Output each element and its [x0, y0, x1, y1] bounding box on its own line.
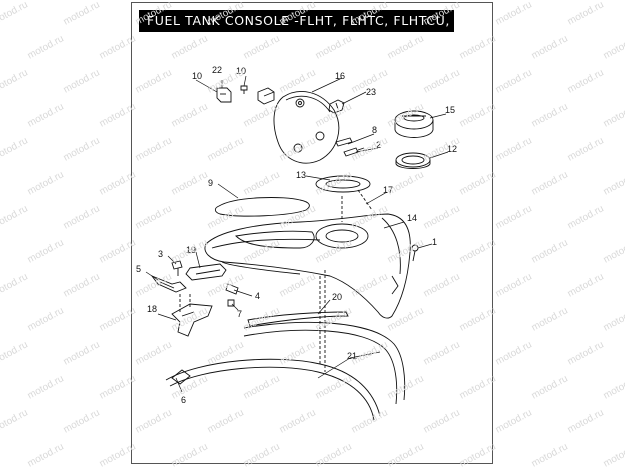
- part-4-fastener: [225, 283, 239, 295]
- callout-5: 5: [136, 264, 141, 274]
- part-8-fastener: [335, 137, 353, 147]
- part-19-bracket: [185, 263, 227, 281]
- part-10-connector: [257, 87, 275, 105]
- part-18-bracket: [171, 303, 213, 337]
- callout-9: 9: [208, 178, 213, 188]
- callout-13: 13: [296, 170, 306, 180]
- callout-12: 12: [447, 144, 457, 154]
- callout-14: 14: [407, 213, 417, 223]
- part-5-harness: [150, 274, 187, 293]
- callout-20: 20: [332, 292, 342, 302]
- part-22-screw: [240, 85, 248, 94]
- part-15-fuel-cap: [394, 110, 434, 138]
- callout-15: 15: [445, 105, 455, 115]
- part-6-hose: [171, 369, 191, 385]
- part-2-screw: [343, 147, 365, 157]
- callout-19: 19: [186, 245, 196, 255]
- part-11-bracket: [216, 87, 232, 103]
- part-23-clip: [328, 99, 345, 114]
- callout-22: 22: [212, 65, 222, 75]
- leader-lines: [145, 75, 449, 393]
- callout-labels: 16 23 10 22 10 15 12 8 2 13 17 9 14 1 3 …: [136, 65, 457, 405]
- callout-6: 6: [181, 395, 186, 405]
- part-20-trim: [247, 311, 349, 327]
- part-3-clip: [171, 260, 183, 276]
- title-bar: FUEL TANK CONSOLE -FLHT, FLHTC, FLHTCU, …: [139, 10, 539, 32]
- callout-8: 8: [372, 125, 377, 135]
- callout-3: 3: [158, 249, 163, 259]
- callout-1: 1: [432, 237, 437, 247]
- part-21-molding-upper: [243, 321, 406, 405]
- callout-21: 21: [347, 351, 357, 361]
- callout-18: 18: [147, 304, 157, 314]
- callout-2: 2: [376, 140, 381, 150]
- page-title: FUEL TANK CONSOLE -FLHT, FLHTC, FLHTCU, …: [147, 13, 540, 28]
- callout-7: 7: [237, 309, 242, 319]
- part-21-molding-lower: [165, 358, 381, 421]
- callout-16: 16: [335, 71, 345, 81]
- part-1-screw: [411, 244, 419, 262]
- part-17-line: [357, 189, 373, 211]
- diagram-frame: [131, 2, 493, 464]
- part-16-cover-plate: [273, 91, 340, 164]
- callout-11: 10: [192, 71, 202, 81]
- part-9-pad: [214, 197, 310, 217]
- part-13-ring: [315, 175, 371, 193]
- callout-23: 23: [366, 87, 376, 97]
- callout-17: 17: [383, 185, 393, 195]
- callout-4: 4: [255, 291, 260, 301]
- assembly-lines: [179, 196, 343, 372]
- part-12-gasket: [395, 152, 431, 169]
- callout-10: 10: [236, 66, 246, 76]
- part-14-console: [204, 213, 411, 319]
